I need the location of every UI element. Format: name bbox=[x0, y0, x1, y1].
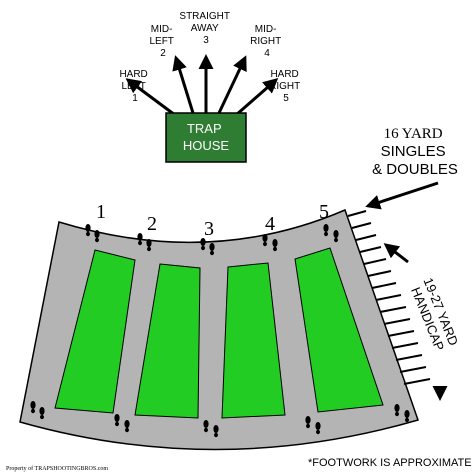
field-panel-1 bbox=[54, 249, 136, 414]
trap-house-label: TRAP HOUSE bbox=[183, 121, 230, 153]
arrow-hard-right bbox=[235, 78, 279, 117]
station-number-3: 3 bbox=[204, 218, 214, 240]
station-number-1: 1 bbox=[96, 201, 106, 223]
arrow-mid-left bbox=[172, 55, 195, 114]
field-panel-4 bbox=[294, 247, 384, 413]
label-mid-left: MID- LEFT 2 bbox=[149, 24, 176, 59]
yardage-lines bbox=[347, 210, 431, 385]
station-number-5: 5 bbox=[319, 201, 329, 223]
station-number-4: 4 bbox=[265, 213, 275, 235]
arrow-mid-right bbox=[217, 55, 247, 114]
field-panel-3 bbox=[221, 262, 286, 419]
label-mid-right: MID- RIGHT 4 bbox=[250, 24, 284, 59]
arrow-hard-left bbox=[125, 78, 176, 117]
target-direction-arrows bbox=[125, 54, 279, 117]
footwork-note: *FOOTWORK IS APPROXIMATE bbox=[308, 457, 472, 469]
station-number-2: 2 bbox=[147, 213, 157, 235]
singles-arrow bbox=[365, 181, 439, 210]
label-hard-left: HARD LEFT 1 bbox=[119, 69, 150, 104]
handicap-arrow-top bbox=[383, 243, 409, 264]
label-straight-away: STRAIGHT AWAY 3 bbox=[179, 11, 232, 46]
field-panel-2 bbox=[134, 263, 201, 419]
singles-label: 16 YARD SINGLES & DOUBLES bbox=[372, 126, 458, 178]
property-credit: Property of TRAPSHOOTINGBROS.com bbox=[6, 465, 108, 472]
label-hard-right: HARD RIGHT 5 bbox=[269, 69, 303, 104]
trap-house bbox=[165, 112, 247, 163]
